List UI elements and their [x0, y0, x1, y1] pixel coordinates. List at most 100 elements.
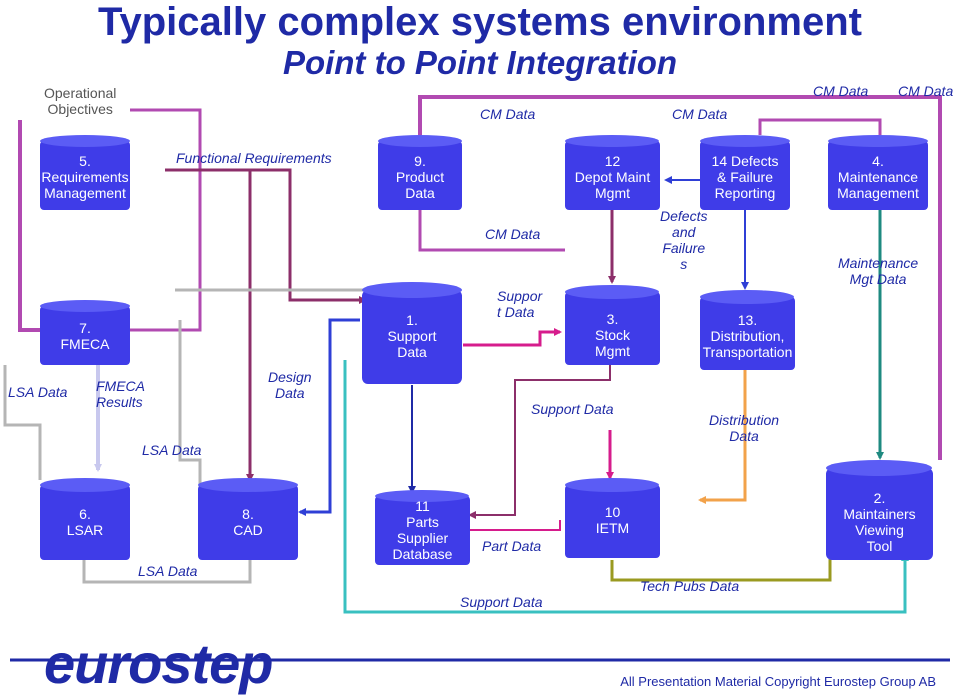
node-line: Data — [405, 185, 435, 201]
node-line: Parts — [406, 514, 439, 530]
label-line: t Data — [497, 304, 535, 320]
cm-data-label: CM Data — [480, 106, 536, 122]
support-data-bottom-connector — [343, 360, 909, 614]
node-cad[interactable]: 8.CAD — [198, 478, 298, 560]
node-line: Distribution, — [710, 328, 785, 344]
node-distribution-transportation[interactable]: 13.Distribution,Transportation — [700, 290, 795, 370]
label-line: Defects — [660, 208, 708, 224]
cm-data-connector — [418, 95, 942, 460]
support-stock-connector — [463, 328, 562, 347]
tech-pubs-connector — [610, 555, 832, 582]
label-line: Operational — [44, 85, 117, 101]
label-line: Data — [729, 428, 759, 444]
label-line: Design — [268, 369, 312, 385]
node-line: IETM — [595, 520, 630, 536]
node-line: 13. — [737, 312, 758, 328]
operational-connector — [110, 108, 202, 332]
label-line: Distribution — [709, 412, 780, 428]
fmeca-results-label: FMECA Results — [96, 378, 145, 410]
node-line: 5. — [79, 153, 91, 169]
distribution-connector — [698, 370, 747, 504]
node-line: Stock — [594, 327, 630, 343]
distribution-data-label: Distribution Data — [709, 412, 779, 444]
node-line: Requirements — [41, 169, 129, 185]
node-line: Support — [387, 328, 437, 344]
label-line: and — [672, 224, 696, 240]
node-line: 12 — [604, 153, 621, 169]
design-data-label: Design Data — [268, 369, 312, 401]
label-line: Data — [275, 385, 305, 401]
node-line: 11 — [415, 498, 430, 514]
node-line: Product — [395, 169, 445, 185]
label-line: FMECA — [96, 378, 145, 394]
node-line: 7. — [79, 320, 91, 336]
label-line: Maintenance — [838, 255, 919, 271]
part-data-label: Part Data — [482, 538, 542, 554]
functional-req-connector — [165, 168, 367, 304]
node-line: LSAR — [66, 522, 104, 538]
cm-data-label: CM Data — [898, 83, 954, 99]
node-line: Management — [837, 185, 919, 201]
operational-objectives-label: Operational Objectives — [44, 85, 116, 117]
label-line: Suppor — [497, 288, 543, 304]
support-data-label: Suppor t Data — [497, 288, 542, 320]
node-line: Transportation — [702, 344, 793, 360]
support-data-label: Support Data — [460, 594, 543, 610]
node-line: Database — [392, 546, 453, 562]
node-line: 8. — [242, 506, 254, 522]
node-line: Data — [397, 344, 427, 360]
support-data-label: Support Data — [531, 401, 614, 417]
node-line: 9. — [414, 153, 426, 169]
node-line: 2. — [873, 490, 886, 506]
node-line: Reporting — [714, 185, 776, 201]
node-line: Tool — [866, 538, 893, 554]
label-line: Objectives — [47, 101, 113, 117]
functional-requirements-label: Functional Requirements — [176, 150, 332, 166]
node-line: 6. — [79, 506, 91, 522]
node-line: FMECA — [60, 336, 110, 352]
node-line: Depot Maint — [574, 169, 651, 185]
cm-data-label: CM Data — [672, 106, 728, 122]
copyright-footer: All Presentation Material Copyright Euro… — [620, 674, 936, 689]
lsa-data-label: LSA Data — [8, 384, 68, 400]
node-line: Maintainers — [843, 506, 916, 522]
label-line: Failure — [662, 240, 706, 256]
node-fmeca[interactable]: 7.FMECA — [40, 300, 130, 365]
lsa-data-label: LSA Data — [138, 563, 198, 579]
node-line: & Failure — [716, 169, 774, 185]
eurostep-logo: eurostep — [44, 632, 273, 695]
node-lsar[interactable]: 6.LSAR — [40, 478, 130, 560]
node-line: 4. — [872, 153, 884, 169]
node-line: Maintenance — [837, 169, 919, 185]
node-line: 14 Defects — [711, 153, 779, 169]
cm-data-label: CM Data — [485, 226, 541, 242]
support-data-ietm-connector — [468, 365, 611, 519]
node-line: Mgmt — [595, 343, 630, 359]
design-data-connector — [298, 318, 360, 516]
label-line: Mgt Data — [849, 271, 907, 287]
node-line: 3. — [606, 311, 619, 327]
maintenance-mgt-data-label: Maintenance Mgt Data — [838, 255, 918, 287]
part-data-connector — [470, 520, 561, 531]
product-support-connector — [418, 210, 565, 252]
page-subtitle: Point to Point Integration — [282, 44, 678, 81]
page-title: Typically complex systems environment — [97, 0, 862, 44]
node-line: Viewing — [855, 522, 904, 538]
tech-pubs-data-label: Tech Pubs Data — [640, 578, 740, 594]
node-line: 10 — [604, 504, 621, 520]
node-line: CAD — [233, 522, 263, 538]
cm-data-connector-b — [758, 118, 882, 135]
lsa-left-connector — [3, 365, 42, 480]
